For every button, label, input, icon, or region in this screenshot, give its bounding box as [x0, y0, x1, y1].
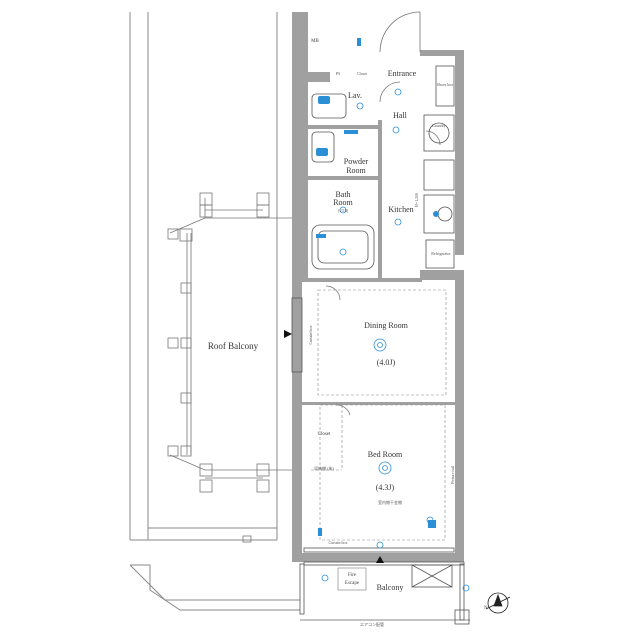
bath-size-label: (1118): [338, 208, 349, 213]
powder-room-label-1: Powder: [344, 157, 369, 166]
closet-label: Closet: [318, 432, 331, 437]
kitchen-height-label: H=1,200: [414, 193, 420, 207]
powder-room-label-2: Room: [346, 166, 366, 175]
entry-arrow-icon: [284, 330, 384, 563]
picture-rail-label: Picture rail: [450, 465, 455, 484]
fire-escape-label-2: Escape: [345, 581, 360, 586]
unit-walls: [292, 12, 464, 562]
fixtures: [291, 65, 470, 625]
refrigerator-label: Refrigerator: [431, 251, 451, 256]
curtain-box-bottom-label: Curtain box: [329, 540, 348, 545]
curtain-box-left-label: Curtain box: [308, 326, 313, 345]
compass-icon: [485, 592, 511, 614]
bed-note-label: 室内物干金物: [378, 499, 402, 505]
roof-balcony-label: Roof Balcony: [208, 341, 259, 351]
lower-balcony-outline: [129, 564, 470, 621]
aircon-pipe-label: エアコン配管: [360, 621, 384, 627]
laundry-label: Laundry: [432, 123, 446, 128]
dining-size-label: (4.0J): [377, 358, 396, 367]
door-swing-entrance: [325, 11, 441, 416]
fire-escape-label-1: Fire: [348, 573, 357, 578]
lav-label: Lav.: [348, 91, 362, 100]
compass-north: N: [484, 606, 488, 611]
roof-balcony-area: [129, 12, 278, 541]
ps-label: PS: [336, 71, 340, 76]
dining-room-label: Dining Room: [364, 321, 409, 330]
fixture-highlights: [316, 38, 439, 536]
fire-escape-hatch: [337, 567, 367, 591]
shoes-box-label: Shoes box: [437, 82, 454, 87]
dashed-lines: [311, 289, 447, 541]
entrance-label: Entrance: [388, 69, 417, 78]
mb-label: MB: [311, 39, 319, 44]
bed-size-label: (4.3J): [376, 483, 395, 492]
bath-room-label-2: Room: [333, 198, 353, 207]
roof-balcony-railing: [167, 192, 292, 543]
light-icon: [321, 88, 470, 592]
kitchen-label: Kitchen: [388, 205, 413, 214]
balcony-label: Balcony: [377, 583, 404, 592]
bath-room-label-1: Bath: [335, 190, 350, 199]
hall-label: Hall: [393, 111, 408, 120]
closet-entry-label: Closet: [357, 71, 368, 76]
storage-label: 収納棚 (床): [314, 465, 334, 471]
bed-room-label: Bed Room: [368, 450, 403, 459]
